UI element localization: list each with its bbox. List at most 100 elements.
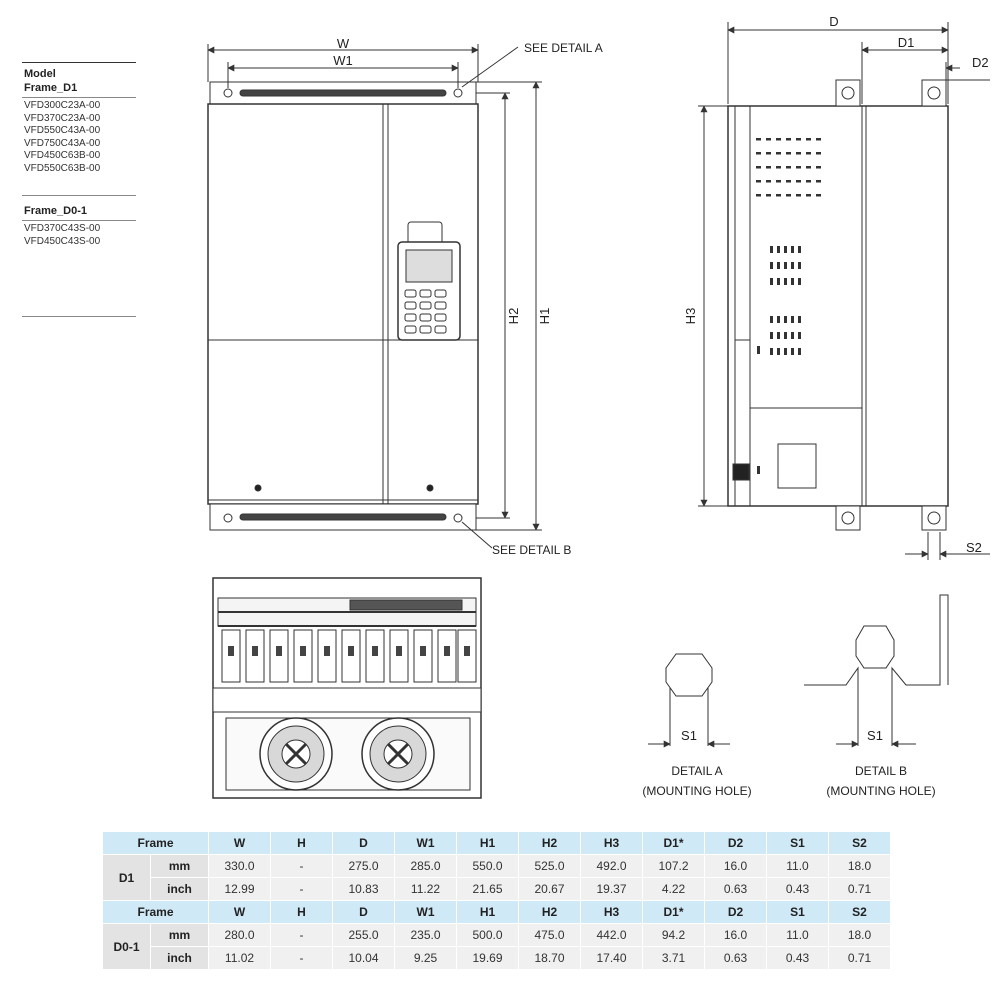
value-cell: 525.0 — [518, 854, 581, 878]
model-label: Model — [24, 68, 56, 80]
unit-cell: inch — [150, 946, 209, 970]
value-cell: 18.0 — [828, 923, 891, 947]
value-cell: 280.0 — [208, 923, 271, 947]
value-cell: 11.0 — [766, 923, 829, 947]
value-cell: 12.99 — [208, 877, 271, 901]
divider — [22, 62, 136, 63]
value-cell: 550.0 — [456, 854, 519, 878]
value-cell: - — [270, 923, 333, 947]
bottom-view — [212, 577, 482, 799]
value-cell: 16.0 — [704, 923, 767, 947]
table-row: inch 12.99 - 10.83 11.22 21.65 20.67 19.… — [103, 877, 891, 901]
label-see-detail-a: SEE DETAIL A — [524, 41, 603, 55]
label-h2: H2 — [506, 308, 521, 325]
label-s2: S2 — [966, 540, 982, 555]
value-cell: 19.69 — [456, 946, 519, 970]
model-heading: Model Frame_D1 — [22, 63, 136, 97]
label-d: D — [829, 14, 838, 29]
value-cell: 442.0 — [580, 923, 643, 947]
label-w1: W1 — [333, 53, 353, 68]
unit-cell: inch — [150, 877, 209, 901]
detail-b — [804, 594, 949, 748]
column-header: D1* — [642, 831, 705, 855]
front-view — [207, 81, 479, 531]
label-detail-a: DETAIL A — [671, 764, 722, 778]
column-header: H2 — [518, 831, 581, 855]
value-cell: 18.0 — [828, 854, 891, 878]
value-cell: 18.70 — [518, 946, 581, 970]
column-header: H3 — [580, 831, 643, 855]
value-cell: 0.63 — [704, 877, 767, 901]
model-item: VFD550C63B-00 — [24, 162, 101, 174]
value-cell: 10.83 — [332, 877, 395, 901]
column-header: S2 — [828, 900, 891, 924]
column-header: D — [332, 900, 395, 924]
divider — [22, 97, 136, 98]
column-header: H3 — [580, 900, 643, 924]
frame-d1-models: VFD300C23A-00 VFD370C23A-00 VFD550C43A-0… — [22, 98, 136, 181]
column-header: H — [270, 831, 333, 855]
label-detail-b: DETAIL B — [855, 764, 907, 778]
label-mounting-hole-a: (MOUNTING HOLE) — [642, 784, 751, 798]
value-cell: 16.0 — [704, 854, 767, 878]
value-cell: 9.25 — [394, 946, 457, 970]
divider — [22, 195, 136, 196]
model-item: VFD370C23A-00 — [24, 112, 101, 124]
table-header: Frame W H D W1 H1 H2 H3 D1* D2 S1 S2 — [102, 831, 891, 855]
value-cell: 20.67 — [518, 877, 581, 901]
frame-cell: D1 — [102, 854, 151, 901]
value-cell: 11.22 — [394, 877, 457, 901]
value-cell: 0.71 — [828, 946, 891, 970]
value-cell: 11.0 — [766, 854, 829, 878]
column-header: S2 — [828, 831, 891, 855]
dimension-table: Frame W H D W1 H1 H2 H3 D1* D2 S1 S2 D1 … — [102, 831, 891, 970]
model-item: VFD450C63B-00 — [24, 150, 101, 161]
value-cell: 0.71 — [828, 877, 891, 901]
value-cell: 235.0 — [394, 923, 457, 947]
value-cell: 3.71 — [642, 946, 705, 970]
column-header: W — [208, 900, 271, 924]
model-item: VFD550C43A-00 — [24, 125, 101, 136]
table-header: Frame W H D W1 H1 H2 H3 D1* D2 S1 S2 — [102, 900, 891, 924]
value-cell: 19.37 — [580, 877, 643, 901]
column-header: W1 — [394, 900, 457, 924]
value-cell: 107.2 — [642, 854, 705, 878]
model-list: Model Frame_D1 VFD300C23A-00 VFD370C23A-… — [22, 62, 136, 317]
label-mounting-hole-b: (MOUNTING HOLE) — [826, 784, 935, 798]
frame-d01-models: VFD370C43S-00 VFD450C43S-00 — [22, 221, 136, 254]
value-cell: 17.40 — [580, 946, 643, 970]
value-cell: 94.2 — [642, 923, 705, 947]
value-cell: 285.0 — [394, 854, 457, 878]
column-header: S1 — [766, 900, 829, 924]
value-cell: 11.02 — [208, 946, 271, 970]
value-cell: 275.0 — [332, 854, 395, 878]
frame-d1-label: Frame_D1 — [24, 82, 78, 94]
label-h3: H3 — [683, 308, 698, 325]
column-header: D2 — [704, 831, 767, 855]
value-cell: 0.43 — [766, 946, 829, 970]
value-cell: - — [270, 854, 333, 878]
table-row: inch 11.02 - 10.04 9.25 19.69 18.70 17.4… — [103, 946, 891, 970]
column-header: D1* — [642, 900, 705, 924]
column-header: S1 — [766, 831, 829, 855]
table-row: D1 mm 330.0 - 275.0 285.0 550.0 525.0 49… — [102, 854, 891, 901]
column-header: H1 — [456, 900, 519, 924]
frame-header: Frame — [102, 831, 209, 855]
label-d2: D2 — [972, 55, 989, 70]
value-cell: 21.65 — [456, 877, 519, 901]
label-s1-a: S1 — [681, 728, 697, 743]
label-d1: D1 — [898, 35, 915, 50]
column-header: D — [332, 831, 395, 855]
divider — [22, 316, 136, 317]
value-cell: - — [270, 877, 333, 901]
value-cell: 475.0 — [518, 923, 581, 947]
side-view — [727, 79, 949, 531]
model-item: VFD370C43S-00 — [24, 223, 101, 234]
model-item: VFD300C23A-00 — [24, 100, 101, 111]
label-see-detail-b: SEE DETAIL B — [492, 543, 571, 557]
value-cell: 0.43 — [766, 877, 829, 901]
table-row: D0-1 mm 280.0 - 255.0 235.0 500.0 475.0 … — [102, 923, 891, 970]
value-cell: 0.63 — [704, 946, 767, 970]
frame-header: Frame — [102, 900, 209, 924]
